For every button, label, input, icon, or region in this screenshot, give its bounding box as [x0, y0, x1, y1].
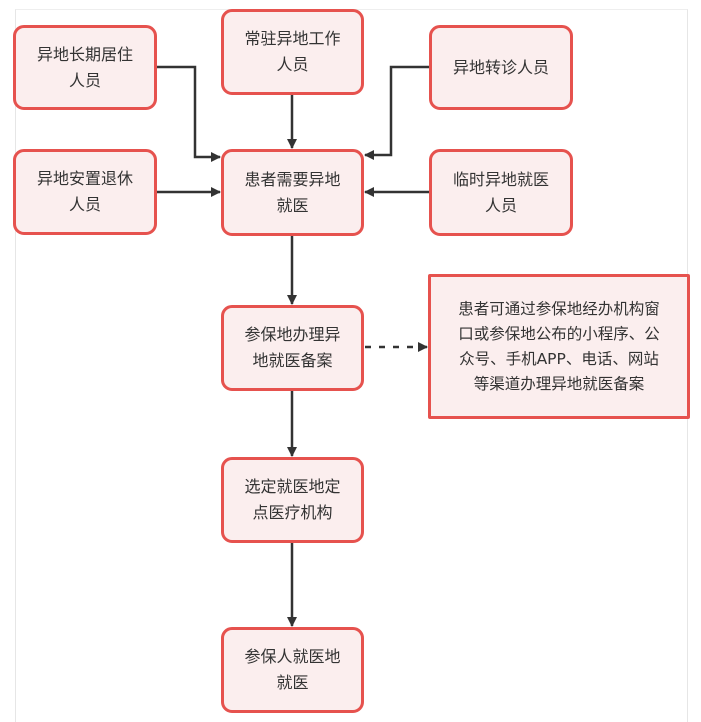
node-long-term-residents: 异地长期居住 人员: [13, 25, 157, 110]
arrow-long-term-to-patient: [156, 65, 221, 162]
node-register-filing: 参保地办理异 地就医备案: [221, 305, 364, 391]
note-filing-channels: 患者可通过参保地经办机构窗 口或参保地公布的小程序、公 众号、手机APP、电话、…: [428, 274, 690, 419]
node-resident-workers: 常驻异地工作 人员: [221, 9, 364, 95]
node-temporary-patients: 临时异地就医 人员: [429, 149, 573, 236]
node-patient-needs-care: 患者需要异地 就医: [221, 149, 364, 236]
node-referral-patients: 异地转诊人员: [429, 25, 573, 110]
node-retired-relocated: 异地安置退休 人员: [13, 149, 157, 235]
arrow-referral-to-patient: [364, 65, 430, 160]
node-treatment: 参保人就医地 就医: [221, 627, 364, 713]
node-choose-institution: 选定就医地定 点医疗机构: [221, 457, 364, 543]
